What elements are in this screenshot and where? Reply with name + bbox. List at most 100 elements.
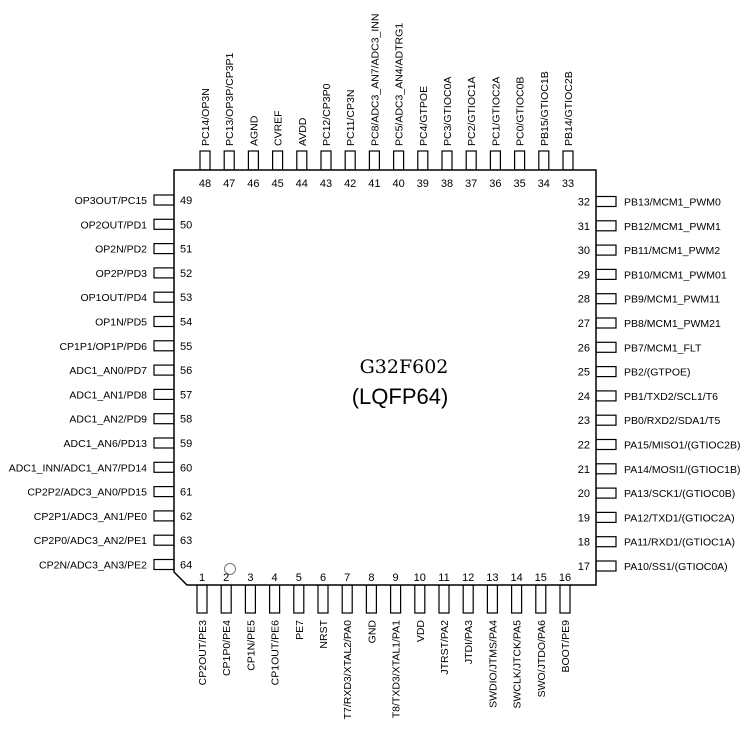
pin-number: 34 xyxy=(538,178,550,190)
pin-39 xyxy=(417,150,429,171)
pin-label: PE7 xyxy=(294,620,306,640)
pin-46 xyxy=(247,150,259,171)
pin-40 xyxy=(393,150,405,171)
pin-45 xyxy=(272,150,284,171)
pin-3 xyxy=(244,584,256,614)
pin-8 xyxy=(365,584,377,614)
pin-13 xyxy=(486,584,498,614)
pin-number: 45 xyxy=(271,178,283,190)
pin-16 xyxy=(559,584,571,614)
pin-label: NRST xyxy=(318,619,330,648)
pin-label: PB8/MCM1_PWM21 xyxy=(624,318,721,330)
pin-label: JTRST/PA2 xyxy=(439,620,451,675)
pin-label: AVDD xyxy=(297,117,309,146)
pin-number: 35 xyxy=(513,178,525,190)
pin-33 xyxy=(562,150,574,171)
pin-label: PC12/CP3P0 xyxy=(321,83,333,146)
pin-label: OP1OUT/PD4 xyxy=(80,292,147,304)
pin-number: 49 xyxy=(180,195,192,207)
pin-14 xyxy=(511,584,523,614)
pin-5 xyxy=(293,584,305,614)
pin-label: PB2/(GTPOE) xyxy=(624,367,691,379)
pin-label: T7/RXD3/XTAL2/PA0 xyxy=(342,620,354,720)
pin-label: PB12/MCM1_PWM1 xyxy=(624,221,721,233)
pin-55 xyxy=(153,340,175,352)
pin-number: 11 xyxy=(438,572,449,584)
pin-number: 20 xyxy=(578,488,590,500)
pin-number: 62 xyxy=(180,511,192,523)
pin-63 xyxy=(153,534,175,546)
pin-number: 1 xyxy=(199,572,205,584)
pin-labels-layer: 1CP2OUT/PE32CP1P0/PE43CP1N/PE54CP1OUT/PE… xyxy=(9,14,741,720)
pin-29 xyxy=(595,268,617,280)
pin-number: 6 xyxy=(320,572,326,584)
pin-35 xyxy=(513,150,526,171)
pin-number: 56 xyxy=(180,365,192,377)
pin-61 xyxy=(153,486,175,498)
pin-label: PC11/CP3N xyxy=(345,90,357,146)
pin-number: 43 xyxy=(320,178,332,190)
pin-label: GND xyxy=(366,620,378,644)
pin-label: ADC1_AN1/PD8 xyxy=(69,389,147,401)
pin-10 xyxy=(414,584,426,614)
pin-label: PA12/TXD1/(GTIOC2A) xyxy=(624,512,735,524)
pin-number: 30 xyxy=(578,245,590,257)
pin-number: 9 xyxy=(393,572,399,584)
pin-19 xyxy=(595,511,617,524)
pin-label: PA11/RXD1/(GTIOC1A) xyxy=(624,537,735,549)
pin-label: BOOT/PE9 xyxy=(560,620,572,673)
pin-number: 10 xyxy=(414,572,426,584)
pin1-marker-dot xyxy=(224,563,236,575)
pin-11 xyxy=(438,584,450,614)
pin-number: 27 xyxy=(578,318,590,330)
pin-59 xyxy=(153,437,175,449)
pin-58 xyxy=(153,413,175,425)
pin-number: 31 xyxy=(578,221,590,233)
pin-64 xyxy=(153,558,175,571)
pin-number: 58 xyxy=(180,414,192,426)
pin-43 xyxy=(320,150,332,171)
pin-label: T8/TXD3/XTAL1/PA1 xyxy=(391,620,403,718)
pin-number: 54 xyxy=(180,317,192,329)
pin-7 xyxy=(341,584,353,614)
pin-number: 24 xyxy=(578,391,590,403)
pin-27 xyxy=(595,317,617,329)
pin-26 xyxy=(595,341,617,353)
pin-41 xyxy=(368,150,380,171)
pin-number: 50 xyxy=(180,219,192,231)
pin-34 xyxy=(538,150,550,171)
pin-label: PB11/MCM1_PWM2 xyxy=(624,245,720,257)
pin-number: 13 xyxy=(486,572,498,584)
pin-44 xyxy=(296,150,308,171)
pin-56 xyxy=(153,364,175,376)
pin-number: 7 xyxy=(344,572,350,584)
pin-number: 63 xyxy=(180,535,192,547)
pin-label: SWDIO/JTMS/PA4 xyxy=(487,620,499,708)
pin-31 xyxy=(595,220,617,232)
pin-label: PC3/GTIOC0A xyxy=(442,77,454,146)
pin-number: 19 xyxy=(578,512,590,524)
pin-number: 4 xyxy=(272,572,278,584)
pin-number: 51 xyxy=(180,244,192,256)
pin-label: ADC1_INN/ADC1_AN7/PD14 xyxy=(9,462,147,474)
pin-number: 29 xyxy=(578,269,590,281)
pin-label: ADC1_AN6/PD13 xyxy=(64,438,148,450)
pin-number: 32 xyxy=(578,197,590,209)
pin-label: CVREF xyxy=(273,110,285,146)
pin-label: OP2N/PD2 xyxy=(95,244,147,256)
pin-label: CP1OUT/PE6 xyxy=(270,620,282,686)
pin-number: 61 xyxy=(180,487,192,499)
pin-label: PA14/MOSI1/(GTIOC1B) xyxy=(624,464,741,476)
chip-body xyxy=(173,169,597,586)
pin-label: CP1P0/PE4 xyxy=(221,620,233,676)
pin-number: 44 xyxy=(296,178,308,190)
pin-60 xyxy=(153,461,175,473)
pin-42 xyxy=(344,150,356,171)
pin-51 xyxy=(153,243,175,255)
pin-23 xyxy=(595,414,617,426)
pin-47 xyxy=(223,150,235,171)
pin-label: CP2P2/ADC3_AN0/PD15 xyxy=(27,487,147,499)
pin-number: 8 xyxy=(368,572,374,584)
pin-number: 40 xyxy=(392,178,404,190)
